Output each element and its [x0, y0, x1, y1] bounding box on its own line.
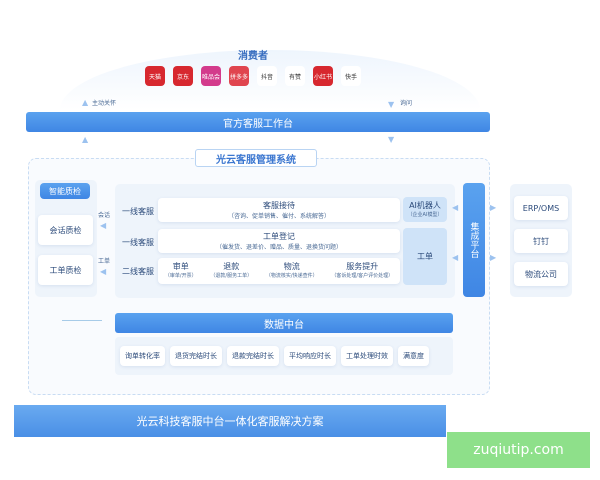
app-icon-6: 小红书	[313, 66, 333, 86]
metrics-row: 询单转化率退货完结时长退款完结时长平均响应时长工单处理时效满意度	[120, 346, 429, 366]
system-title: 光云客服管理系统	[195, 149, 317, 167]
qc-title: 智能质检	[40, 183, 90, 199]
item: 审单（审单/开票）	[164, 262, 197, 279]
row-label: 二线客服	[122, 267, 154, 276]
metric-item: 询单转化率	[120, 346, 165, 366]
dingtalk: 钉钉	[514, 229, 568, 253]
ticket-box: 工单	[403, 228, 447, 285]
arrow-right-icon: ▶	[490, 203, 497, 212]
app-icon-4: 抖音	[257, 66, 277, 86]
integration-platform: 集成平台	[463, 183, 485, 297]
second-line-card: 审单（审单/开票） 退款（退款/服务工单） 物流（物流核实/快递查件） 服务提升…	[158, 258, 400, 284]
arrow-left-icon: ◀	[100, 221, 107, 230]
consumers-title: 消费者	[238, 51, 268, 62]
app-icon-2: 唯品会	[201, 66, 221, 86]
logistics-company: 物流公司	[514, 262, 568, 286]
arrow-up-icon: ▲	[82, 98, 89, 107]
item: 退款（退款/服务工单）	[210, 262, 253, 279]
qc-session: 会话质检	[38, 215, 93, 245]
app-icon-1: 京东	[173, 66, 193, 86]
row-label: 一线客服	[122, 207, 154, 216]
ai-robot-box: AI机器人 （企业AI模型）	[403, 197, 447, 222]
care-label: 主动关怀	[92, 100, 117, 107]
watermark: zuqiutip.com	[447, 432, 590, 468]
arrow-left-icon: ◀	[452, 203, 459, 212]
qc-ticket: 工单质检	[38, 255, 93, 285]
arrow-up-icon: ▲	[82, 135, 89, 144]
item: 服务提升（客诉处理/客户评价处理）	[331, 262, 394, 279]
arrow-right-icon: ▶	[490, 253, 497, 262]
arrow-right-icon	[62, 320, 102, 321]
app-icons: 天猫京东唯品会拼多多抖音有赞小红书快手	[145, 66, 361, 86]
metric-item: 退货完结时长	[170, 346, 222, 366]
arrow-down-icon: ▼	[388, 100, 395, 109]
reception-card: 客服接待 （咨询、促单销售、催付、系统解答）	[158, 198, 400, 222]
erp-oms: ERP/OMS	[514, 196, 568, 220]
app-icon-0: 天猫	[145, 66, 165, 86]
row-label: 一线客服	[122, 238, 154, 247]
item: 物流（物流核实/快递查件）	[265, 262, 318, 279]
app-icon-7: 快手	[341, 66, 361, 86]
metric-item: 满意度	[398, 346, 429, 366]
ticket-register-card: 工单登记 （催发货、退差价、赠品、质量、退换货问题）	[158, 229, 400, 253]
inquiry-label: 询问	[400, 100, 413, 107]
arrow-left-icon: ◀	[452, 253, 459, 262]
metric-item: 平均响应时长	[284, 346, 336, 366]
metric-item: 工单处理时效	[341, 346, 393, 366]
arrow-left-icon: ◀	[100, 267, 107, 276]
workbench-bar: 官方客服工作台	[26, 112, 490, 132]
arrow-down-icon: ▼	[388, 135, 395, 144]
ticket-label: 工单	[98, 258, 111, 265]
data-center-bar: 数据中台	[115, 313, 453, 333]
app-icon-3: 拼多多	[229, 66, 249, 86]
metric-item: 退款完结时长	[227, 346, 279, 366]
session-label: 会话	[98, 212, 111, 219]
app-icon-5: 有赞	[285, 66, 305, 86]
solution-banner: 光云科技客服中台一体化客服解决方案	[14, 405, 446, 437]
